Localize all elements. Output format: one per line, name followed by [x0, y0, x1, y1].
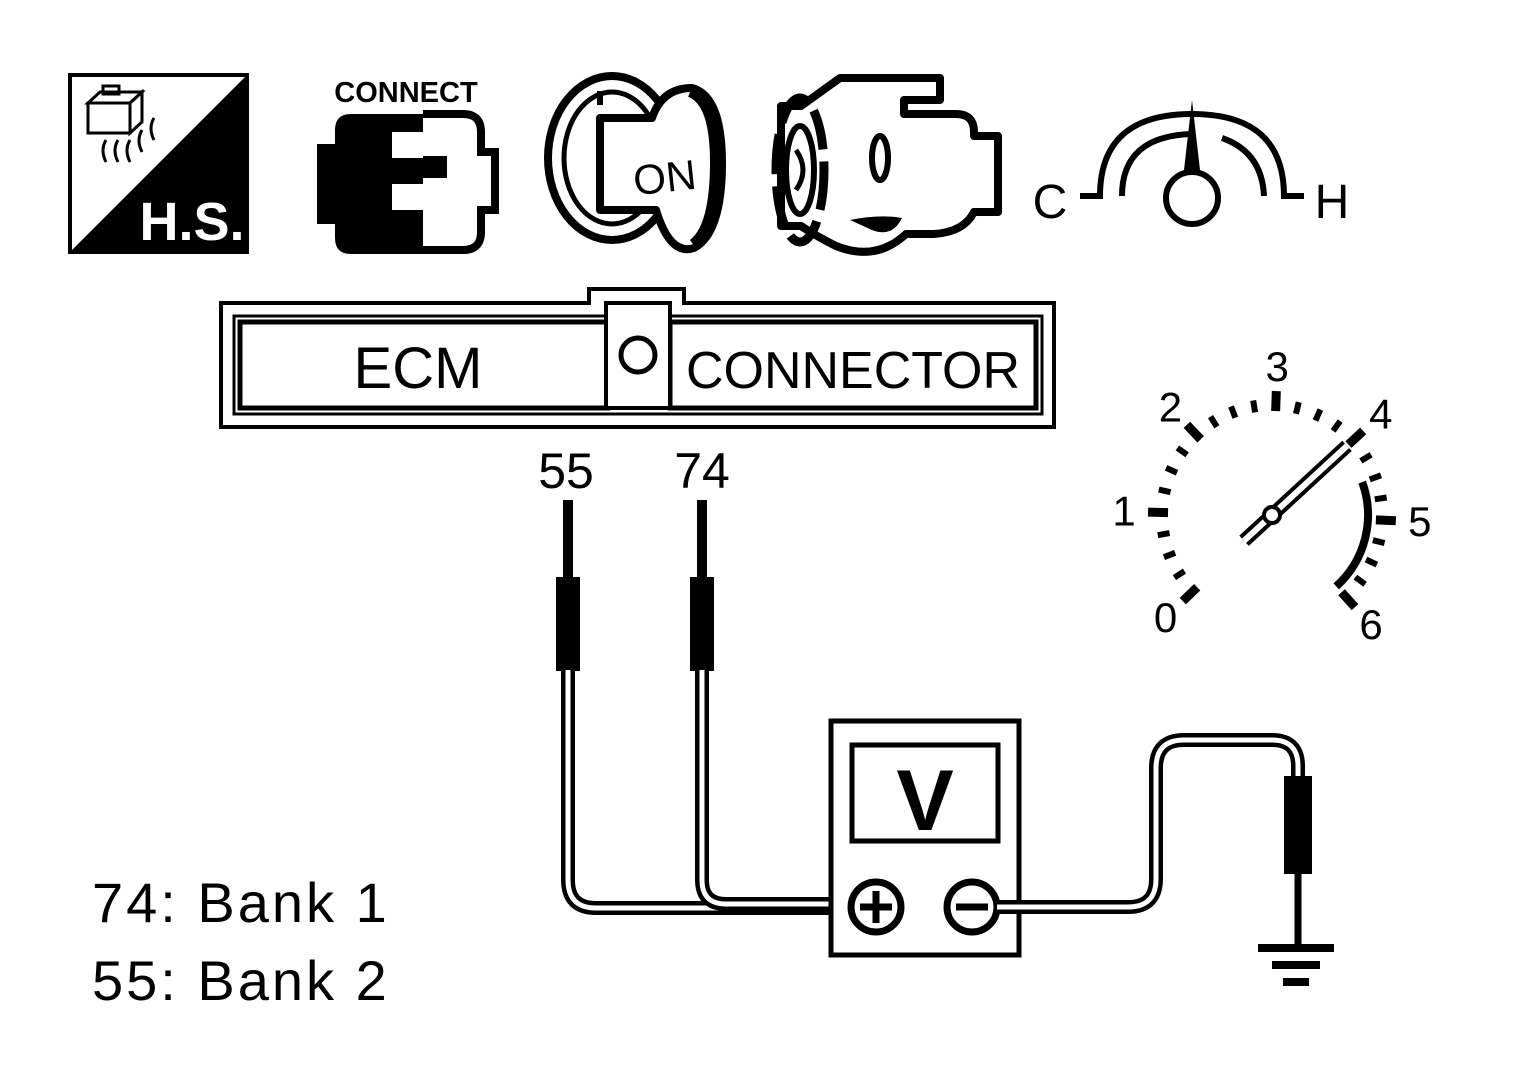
connect-plug-icon: CONNECT: [317, 77, 499, 254]
terminal-74-label: 74: [674, 443, 730, 499]
tachometer-tick: [1271, 390, 1281, 412]
tachometer-tick: [1375, 515, 1397, 526]
temperature-gauge-icon: C H: [1033, 100, 1350, 229]
temp-hot-label: H: [1315, 176, 1350, 229]
tachometer-tick: [1368, 472, 1383, 483]
connector-label: CONNECTOR: [686, 342, 1020, 400]
tachometer-tick: [1157, 530, 1171, 539]
hot-shot-icon: H.S.: [68, 73, 249, 254]
tachometer-tick: [1179, 584, 1201, 605]
negative-terminal-icon: [943, 878, 1001, 936]
ecm-label: ECM: [354, 336, 483, 401]
tachometer-tick: [1207, 415, 1220, 429]
tachometer-tick: [1345, 427, 1367, 448]
tachometer-tick-label: 6: [1359, 601, 1382, 648]
tachometer-tick-label: 0: [1154, 594, 1177, 641]
tachometer-tick-label: 1: [1112, 488, 1135, 535]
tachometer-tick: [1158, 486, 1172, 496]
engine-running-icon: [771, 74, 1002, 256]
tachometer-tick: [1162, 550, 1177, 560]
voltmeter-label: V: [896, 753, 953, 849]
terminal-55-label: 55: [538, 443, 594, 499]
tachometer-tick: [1293, 401, 1302, 415]
tachometer-tick: [1172, 568, 1187, 581]
temp-cold-label: C: [1033, 176, 1068, 229]
tachometer-tick: [1364, 556, 1379, 568]
tachometer-tick: [1353, 574, 1367, 587]
positive-terminal-icon: [847, 878, 905, 936]
positive-test-leads: [556, 500, 852, 915]
tachometer-tick-label: 4: [1369, 391, 1392, 438]
tachometer-tick: [1164, 465, 1179, 476]
tachometer-tick: [1374, 494, 1388, 503]
probe-74: [690, 577, 714, 671]
ecm-connector: ECM CONNECTOR: [219, 287, 1056, 429]
tachometer-tick-label: 3: [1265, 343, 1288, 390]
tachometer-tick: [1372, 537, 1386, 546]
tachometer-tick: [1183, 421, 1204, 443]
connector-lock-icon: [618, 335, 658, 375]
probe-55: [556, 577, 580, 671]
ignition-on-label: ON: [631, 151, 699, 204]
tachometer-tick: [1250, 400, 1259, 413]
connect-label: CONNECT: [334, 77, 478, 109]
tachometer-tick-label: 5: [1408, 498, 1431, 545]
hot-shot-label: H.S.: [139, 192, 244, 252]
tachometer-tick: [1175, 445, 1189, 458]
legend-bank2: 55: Bank 2: [92, 949, 390, 1012]
ground-symbol-icon: [1258, 944, 1334, 986]
tachometer-tick: [1338, 589, 1359, 611]
legend-bank1: 74: Bank 1: [92, 871, 390, 934]
tachometer-tick: [1330, 419, 1343, 433]
ground-lead: [997, 733, 1312, 948]
tachometer-tick: [1312, 408, 1324, 422]
tachometer-tick: [1228, 405, 1239, 419]
voltmeter: V: [828, 718, 1022, 958]
tachometer-tick: [1359, 452, 1373, 464]
tachometer-tick-label: 2: [1159, 383, 1182, 430]
ignition-key-icon: ON: [544, 72, 726, 254]
tachometer-icon: 0 1 2 3 4 5 6: [1112, 343, 1431, 648]
